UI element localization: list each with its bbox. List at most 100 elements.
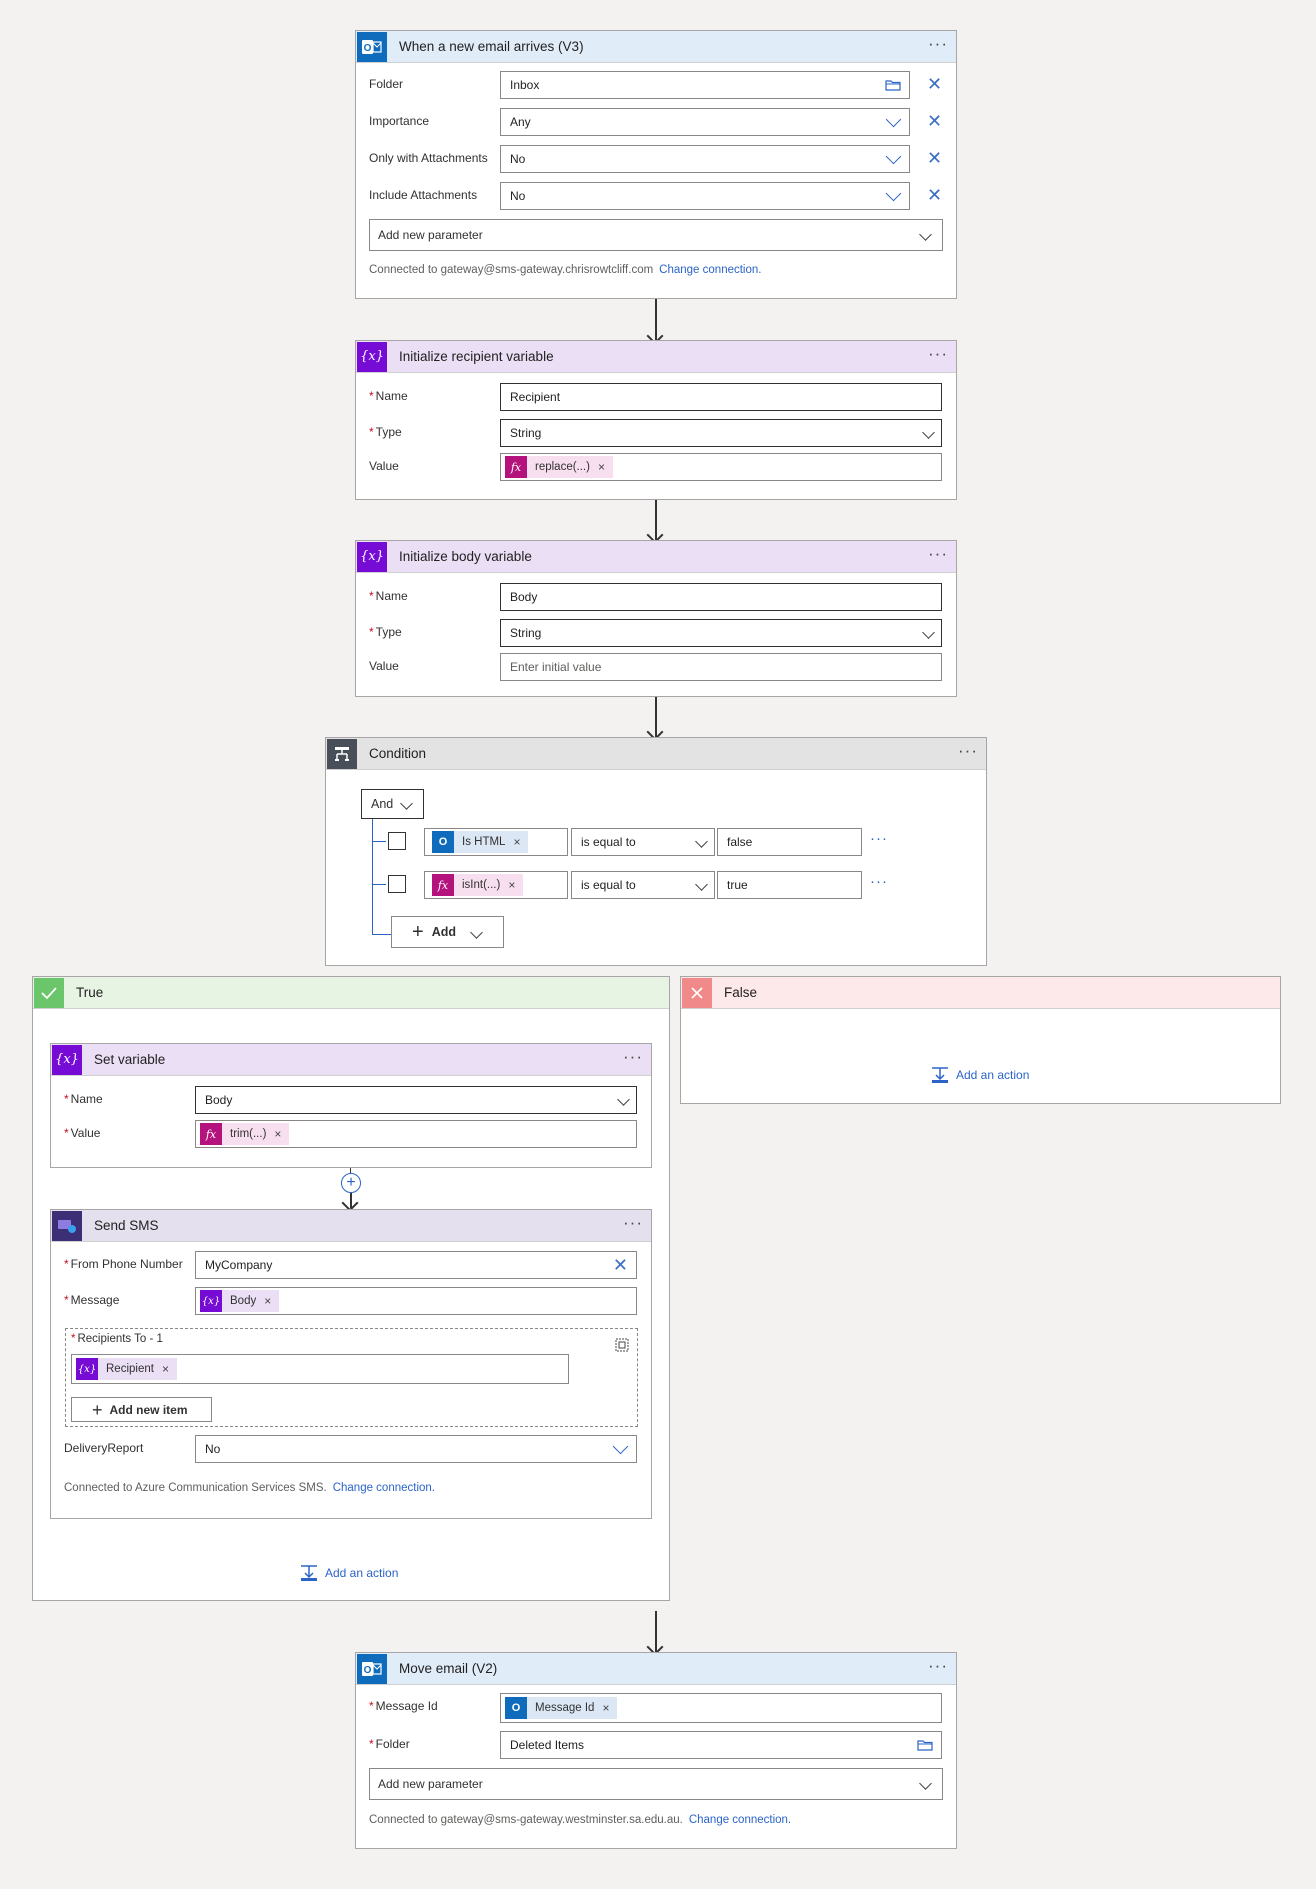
move-email-title: Move email (V2)	[399, 1661, 498, 1676]
set-variable-title: Set variable	[94, 1052, 166, 1067]
more-options-icon[interactable]: ···	[928, 1656, 948, 1675]
change-connection-link[interactable]: Change connection.	[688, 1814, 792, 1826]
remove-token-icon[interactable]: ×	[597, 460, 605, 474]
more-options-icon[interactable]: ···	[623, 1213, 643, 1232]
send-sms-header[interactable]: Send SMS ···	[51, 1210, 651, 1242]
delivery-report-dropdown[interactable]: No	[195, 1435, 637, 1463]
folder-picker-icon[interactable]	[917, 1739, 933, 1751]
remove-token-icon[interactable]: ×	[274, 1127, 282, 1141]
condition-header[interactable]: Condition ···	[326, 738, 986, 770]
operator-dropdown[interactable]: is equal to	[571, 871, 715, 899]
tree-line	[372, 841, 386, 842]
close-icon	[682, 977, 712, 1008]
chevron-down-icon	[400, 797, 413, 810]
row-select-checkbox[interactable]	[388, 875, 406, 893]
type-label: *Type	[369, 425, 402, 439]
folder-field[interactable]: Deleted Items	[500, 1731, 942, 1759]
include-attachments-label: Include Attachments	[369, 188, 478, 202]
fx-icon: fx	[200, 1123, 222, 1145]
clear-input-icon[interactable]: ✕	[612, 1255, 628, 1275]
add-new-parameter-dropdown[interactable]: Add new parameter	[369, 219, 943, 251]
remove-token-icon[interactable]: ×	[513, 835, 521, 849]
more-options-icon[interactable]: ···	[928, 544, 948, 563]
svg-text:O: O	[364, 43, 372, 54]
false-branch-header[interactable]: False	[681, 977, 1280, 1009]
add-new-item-button[interactable]: +Add new item	[71, 1397, 212, 1422]
more-options-icon[interactable]: ···	[928, 34, 948, 53]
add-an-action-button[interactable]: Add an action	[299, 1563, 398, 1583]
change-connection-link[interactable]: Change connection.	[659, 264, 762, 276]
folder-field[interactable]: Inbox	[500, 71, 910, 99]
switch-array-mode-icon[interactable]	[614, 1337, 630, 1353]
add-condition-button[interactable]: +Add	[391, 916, 504, 948]
connection-info: Connected to gateway@sms-gateway.chrisro…	[369, 264, 761, 276]
condition-right-operand[interactable]: false	[717, 828, 862, 856]
remove-token-icon[interactable]: ×	[161, 1362, 169, 1376]
body-variable-token[interactable]: {x}Body×	[200, 1290, 280, 1312]
send-sms-title: Send SMS	[94, 1218, 159, 1233]
remove-importance-icon[interactable]: ✕	[927, 111, 943, 131]
remove-token-icon[interactable]: ×	[508, 878, 516, 892]
only-attachments-dropdown[interactable]: No	[500, 145, 910, 173]
move-email-header[interactable]: O Move email (V2) ···	[356, 1653, 956, 1685]
change-connection-link[interactable]: Change connection.	[332, 1482, 436, 1494]
remove-token-icon[interactable]: ×	[264, 1294, 272, 1308]
chevron-down-icon	[695, 835, 708, 848]
name-input[interactable]: Body	[500, 583, 942, 611]
true-branch-header[interactable]: True	[33, 977, 669, 1009]
include-attachments-dropdown[interactable]: No	[500, 182, 910, 210]
add-new-parameter-dropdown[interactable]: Add new parameter	[369, 1768, 943, 1800]
init-recipient-header[interactable]: {x} Initialize recipient variable ···	[356, 341, 956, 373]
remove-token-icon[interactable]: ×	[602, 1701, 610, 1715]
name-input[interactable]: Recipient	[500, 383, 942, 411]
row-more-options-icon[interactable]: ···	[870, 873, 888, 890]
more-options-icon[interactable]: ···	[928, 344, 948, 363]
connection-text: Connected to Azure Communication Service…	[64, 1482, 327, 1494]
and-operator-dropdown[interactable]: And	[361, 789, 424, 819]
set-variable-header[interactable]: {x} Set variable ···	[51, 1044, 651, 1076]
row-more-options-icon[interactable]: ···	[870, 830, 888, 847]
condition-right-operand[interactable]: true	[717, 871, 862, 899]
chevron-down-icon	[885, 185, 902, 202]
row-select-checkbox[interactable]	[388, 832, 406, 850]
message-input[interactable]: {x}Body×	[195, 1287, 637, 1315]
value-label: *Value	[64, 1126, 101, 1140]
recipient-item-input[interactable]: {x}Recipient×	[71, 1354, 569, 1384]
folder-label: *Folder	[369, 1737, 410, 1751]
more-options-icon[interactable]: ···	[623, 1047, 643, 1066]
remove-folder-icon[interactable]: ✕	[927, 74, 943, 94]
operator-dropdown[interactable]: is equal to	[571, 828, 715, 856]
type-dropdown[interactable]: String	[500, 619, 942, 647]
importance-dropdown[interactable]: Any	[500, 108, 910, 136]
init-body-header[interactable]: {x} Initialize body variable ···	[356, 541, 956, 573]
name-label: *Name	[369, 389, 408, 403]
trigger-header[interactable]: O When a new email arrives (V3) ···	[356, 31, 956, 63]
add-an-action-button[interactable]: Add an action	[930, 1065, 1029, 1085]
folder-picker-icon[interactable]	[885, 79, 901, 91]
tree-line	[372, 884, 386, 885]
more-options-icon[interactable]: ···	[958, 741, 978, 760]
remove-only-attachments-icon[interactable]: ✕	[927, 148, 943, 168]
value-input[interactable]: Enter initial value	[500, 653, 942, 681]
type-dropdown[interactable]: String	[500, 419, 942, 447]
init-body-title: Initialize body variable	[399, 549, 532, 564]
recipient-variable-token[interactable]: {x}Recipient×	[76, 1358, 177, 1380]
name-dropdown[interactable]: Body	[195, 1086, 637, 1114]
folder-row: Folder Inbox ✕	[356, 71, 956, 101]
add-parameter-label: Add new parameter	[378, 228, 483, 242]
condition-title: Condition	[369, 746, 427, 761]
variable-icon: {x}	[357, 341, 387, 372]
remove-include-attachments-icon[interactable]: ✕	[927, 185, 943, 205]
from-phone-input[interactable]: MyCompany✕	[195, 1251, 637, 1279]
insert-step-button[interactable]: +	[341, 1173, 361, 1193]
